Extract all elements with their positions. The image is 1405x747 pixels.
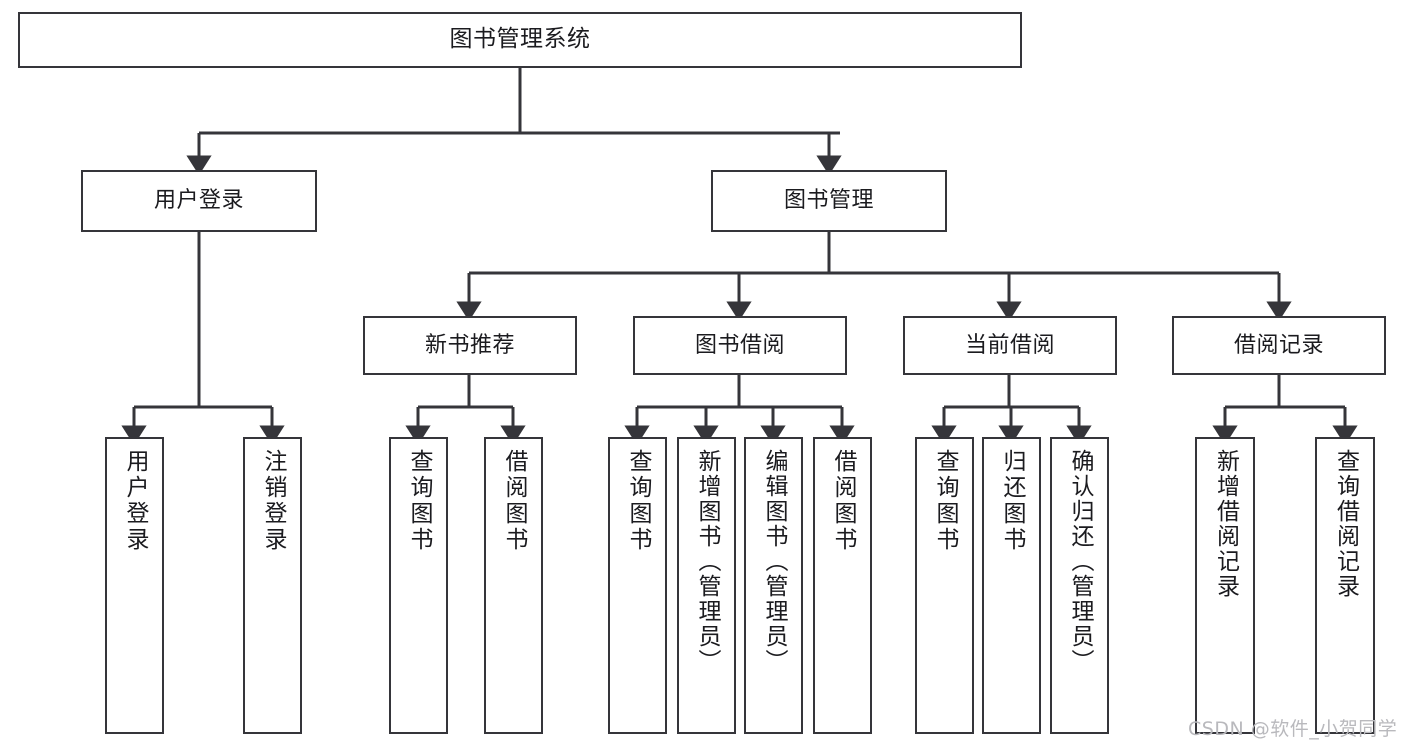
node-label: 查询图书	[406, 449, 432, 553]
node-leaf-user-login-signin[interactable]: 用户登录	[105, 437, 164, 734]
node-label: 借阅记录	[1233, 332, 1324, 358]
node-label: 当前借阅	[964, 332, 1055, 358]
node-root-book-management-system[interactable]: 图书管理系统	[18, 12, 1022, 68]
node-leaf-book-borrow-add[interactable]: 新增图书（管理员）	[677, 437, 736, 734]
node-label: 借阅图书	[830, 449, 856, 553]
node-leaf-book-borrow-borrow[interactable]: 借阅图书	[813, 437, 872, 734]
node-label: 查询图书	[932, 449, 958, 553]
node-leaf-borrow-record-query[interactable]: 查询借阅记录	[1315, 437, 1375, 734]
node-label: 新增借阅记录	[1212, 449, 1239, 599]
node-leaf-user-login-signout[interactable]: 注销登录	[243, 437, 302, 734]
node-label: 确认归还（管理员）	[1067, 449, 1093, 674]
node-book-management[interactable]: 图书管理	[711, 170, 947, 232]
node-leaf-current-borrow-return[interactable]: 归还图书	[982, 437, 1041, 734]
node-label: 图书管理系统	[449, 26, 591, 53]
node-label: 借阅图书	[501, 449, 527, 553]
node-leaf-book-borrow-query[interactable]: 查询图书	[608, 437, 667, 734]
node-borrow-record[interactable]: 借阅记录	[1172, 316, 1386, 375]
node-label: 归还图书	[999, 449, 1025, 553]
node-label: 查询借阅记录	[1332, 449, 1359, 599]
node-label: 图书借阅	[694, 332, 785, 358]
node-user-login[interactable]: 用户登录	[81, 170, 317, 232]
node-label: 用户登录	[153, 188, 244, 214]
watermark: CSDN @软件_小贺同学	[1188, 718, 1398, 740]
node-leaf-current-borrow-query[interactable]: 查询图书	[915, 437, 974, 734]
node-label: 注销登录	[260, 449, 286, 553]
node-leaf-new-book-query[interactable]: 查询图书	[389, 437, 448, 734]
node-book-borrow[interactable]: 图书借阅	[633, 316, 847, 375]
node-leaf-new-book-borrow[interactable]: 借阅图书	[484, 437, 543, 734]
node-current-borrow[interactable]: 当前借阅	[903, 316, 1117, 375]
node-label: 用户登录	[122, 449, 148, 553]
node-label: 查询图书	[625, 449, 651, 553]
node-new-book-recommend[interactable]: 新书推荐	[363, 316, 577, 375]
node-label: 新书推荐	[424, 332, 515, 358]
node-leaf-book-borrow-edit[interactable]: 编辑图书（管理员）	[744, 437, 803, 734]
node-label: 图书管理	[783, 188, 874, 214]
node-leaf-borrow-record-add[interactable]: 新增借阅记录	[1195, 437, 1255, 734]
node-label: 新增图书（管理员）	[694, 449, 720, 674]
node-leaf-current-borrow-confirm-return[interactable]: 确认归还（管理员）	[1050, 437, 1109, 734]
node-label: 编辑图书（管理员）	[761, 449, 787, 674]
